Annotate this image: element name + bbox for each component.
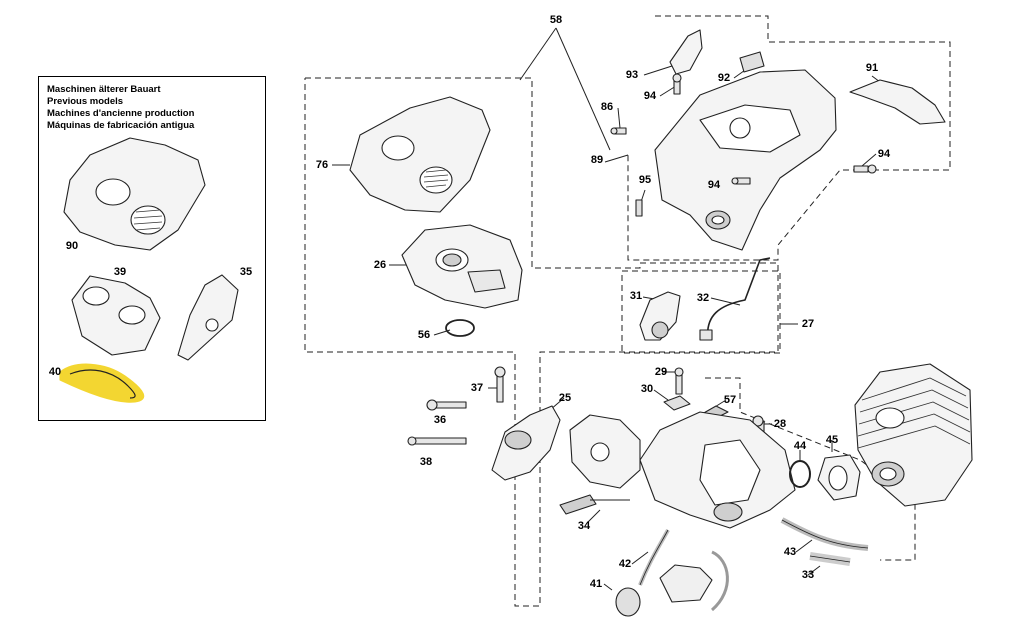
- cylinder: [854, 363, 973, 507]
- callout-92: 92: [717, 72, 731, 84]
- callout-43: 43: [783, 546, 797, 558]
- ring-44: [789, 460, 811, 488]
- cover-91: [849, 79, 946, 125]
- callout-38: 38: [419, 456, 433, 468]
- hose-43: [780, 517, 869, 551]
- fuel-filter-41: [615, 587, 641, 617]
- callout-91: 91: [865, 62, 879, 74]
- callout-36: 36: [433, 414, 447, 426]
- legend-cover-90: [63, 137, 206, 251]
- bracket-93: [669, 29, 703, 75]
- previous-models-caption: Maschinen älterer Bauart Previous models…: [47, 84, 194, 132]
- lever-34: [559, 494, 597, 515]
- previous-models-inset: [38, 76, 266, 421]
- callout-90: 90: [65, 240, 79, 252]
- group-outline-crankcase: [705, 377, 916, 561]
- legend-part-40-highlight: [59, 363, 145, 403]
- caption-line-es: Máquinas de fabricación antigua: [47, 120, 195, 131]
- callout-29: 29: [654, 366, 668, 378]
- callout-40: 40: [48, 366, 62, 378]
- group-outline-left: [304, 77, 779, 607]
- callout-34: 34: [577, 520, 591, 532]
- callout-76: 76: [315, 159, 329, 171]
- group-outline-top-right: [627, 15, 951, 261]
- callout-37: 37: [470, 382, 484, 394]
- callout-32: 32: [696, 292, 710, 304]
- callout-33: 33: [801, 569, 815, 581]
- plate-92: [739, 51, 765, 73]
- callout-30: 30: [640, 383, 654, 395]
- callout-25: 25: [558, 392, 572, 404]
- top-cover-76: [349, 96, 491, 213]
- callout-31: 31: [629, 290, 643, 302]
- plate-95: [635, 199, 643, 217]
- callout-26: 26: [373, 259, 387, 271]
- callout-94a: 94: [643, 90, 657, 102]
- callout-44: 44: [793, 440, 807, 452]
- caption-line-fr: Machines d'ancienne production: [47, 108, 195, 119]
- part-30: [663, 395, 691, 411]
- caption-line-en: Previous models: [47, 96, 124, 107]
- callout-39: 39: [113, 266, 127, 278]
- callout-94c: 94: [707, 179, 721, 191]
- part-31: [639, 291, 681, 341]
- callout-89: 89: [590, 154, 604, 166]
- callout-28: 28: [773, 418, 787, 430]
- callout-27: 27: [801, 318, 815, 330]
- callout-41: 41: [589, 578, 603, 590]
- legend-part-35: [177, 274, 239, 361]
- callout-35: 35: [239, 266, 253, 278]
- callout-95: 95: [638, 174, 652, 186]
- shroud-89: [654, 69, 837, 251]
- callout-86: 86: [600, 101, 614, 113]
- callout-45: 45: [825, 434, 839, 446]
- callout-94b: 94: [877, 148, 891, 160]
- o-ring-56: [445, 319, 475, 337]
- caption-line-de: Maschinen älterer Bauart: [47, 84, 161, 95]
- fuel-pickup-assembly: [659, 564, 713, 603]
- callout-42: 42: [618, 558, 632, 570]
- callout-93: 93: [625, 69, 639, 81]
- callout-58: 58: [549, 14, 563, 26]
- callout-57: 57: [723, 394, 737, 406]
- callout-56: 56: [417, 329, 431, 341]
